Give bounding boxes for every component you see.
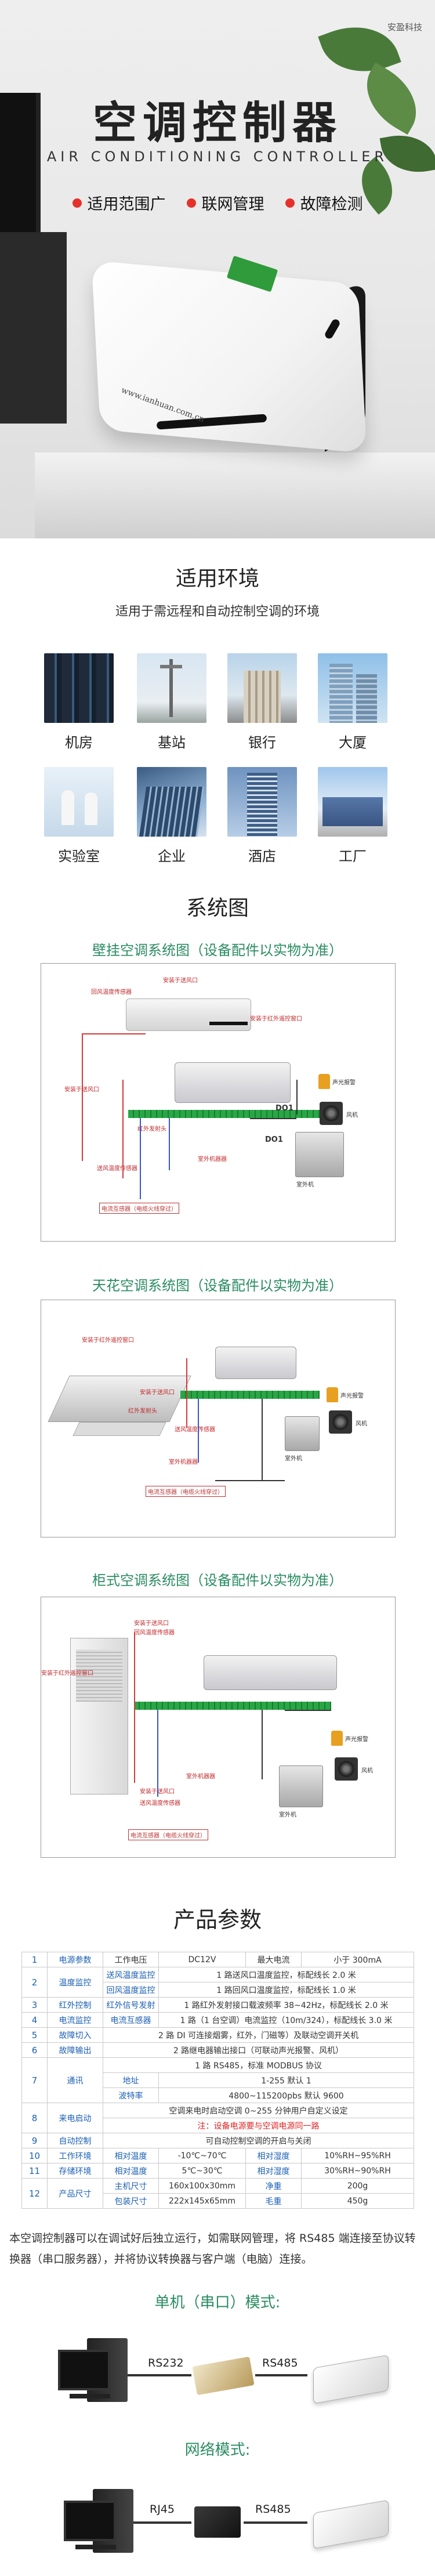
alarm-icon: [327, 1387, 338, 1402]
monitor-icon: [58, 2350, 110, 2390]
environment-subtitle: 适用于需远程和自动控制空调的环境: [115, 605, 320, 619]
rs485-label: RS485: [255, 2503, 291, 2516]
controller-unit: [175, 1062, 291, 1103]
feature-item: 适用范围广: [72, 191, 166, 214]
fan-icon: [335, 1757, 358, 1781]
feature-item: 联网管理: [186, 191, 264, 214]
alarm-icon: [331, 1731, 343, 1746]
wall-ac-unit: [126, 998, 251, 1031]
cable: [244, 2521, 307, 2524]
alarm-icon: [318, 1074, 330, 1089]
controller-device-icon: [313, 2499, 389, 2549]
env-image: [137, 653, 206, 723]
env-item-factory: 工厂: [318, 767, 387, 865]
shelf: [35, 453, 435, 538]
hero-banner: 安盈科技 空调控制器 AIR CONDITIONING CONTROLLER 适…: [0, 0, 435, 538]
fan-icon: [320, 1102, 343, 1125]
bullet-icon: [186, 198, 196, 208]
product-subtitle: AIR CONDITIONING CONTROLLER: [46, 149, 389, 165]
bullet-icon: [285, 198, 295, 208]
terminal-strip: [180, 1391, 320, 1399]
env-item-base-station: 基站: [137, 653, 206, 751]
connection-description: 本空调控制器可以在调试好后独立运行，如需联网管理，将 RS485 端连接至协议转…: [9, 2232, 416, 2266]
env-item-hotel: 酒店: [227, 767, 297, 865]
monitor-icon: [64, 2501, 116, 2541]
terminal-strip: [128, 1110, 325, 1118]
env-item-machine-room: 机房: [44, 653, 114, 751]
outdoor-unit-image: [279, 1765, 323, 1807]
env-image: [227, 767, 297, 837]
terminal-strip: [134, 1702, 331, 1710]
env-item-building: 大厦: [318, 653, 387, 751]
env-image: [137, 767, 206, 837]
wall-system-title: 壁挂空调系统图（设备配件以实物为准）: [92, 942, 343, 958]
environment-title: 适用环境: [175, 567, 259, 591]
ceiling-ac-unit: [48, 1376, 191, 1422]
cable: [133, 2521, 191, 2524]
cabinet-system-diagram: 安装于送风口 回风温度传感器 安装于红外遥控窗口 声光报警 风机 室外机 安装于…: [41, 1597, 396, 1858]
cable: [128, 2374, 191, 2376]
env-image: [318, 767, 387, 837]
single-mode-title: 单机（串口）模式:: [154, 2294, 281, 2311]
env-image: [44, 767, 114, 837]
controller-unit: [215, 1347, 296, 1379]
ceiling-system-title: 天花空调系统图（设备配件以实物为准）: [92, 1278, 343, 1294]
bullet-icon: [72, 198, 82, 208]
outdoor-unit-image: [285, 1416, 320, 1451]
product-title: 空调控制器: [93, 97, 342, 149]
ac-display: [209, 1022, 248, 1025]
controller-unit: [204, 1655, 337, 1690]
params-title: 产品参数: [173, 1907, 262, 1933]
keyboard-icon: [75, 2545, 116, 2549]
network-mode-title: 网络模式:: [184, 2441, 251, 2459]
cabinet-grille: [76, 1649, 122, 1702]
brand-name: 安盈科技: [387, 22, 422, 32]
env-image: [227, 653, 297, 723]
env-item-enterprise: 企业: [137, 767, 206, 865]
env-item-laboratory: 实验室: [44, 767, 114, 865]
env-image: [44, 653, 114, 723]
rs485-label: RS485: [262, 2357, 298, 2369]
feature-list: 适用范围广 联网管理 故障检测: [0, 191, 435, 214]
controller-device-icon: [313, 2354, 389, 2404]
ceiling-ac-panel: [72, 1422, 166, 1436]
wall-system-diagram: 安装于送风口 回风温度传感器 安装于红外遥控窗口 安装于送风口 红外发射头 送风…: [41, 963, 396, 1242]
serial-server-icon: [194, 2506, 241, 2538]
env-image: [318, 653, 387, 723]
picture-frame: [0, 232, 67, 424]
converter-icon: [192, 2356, 255, 2396]
cabinet-system-title: 柜式空调系统图（设备配件以实物为准）: [92, 1572, 343, 1589]
keyboard-icon: [70, 2394, 110, 2398]
rj45-label: RJ45: [150, 2503, 175, 2516]
rs232-label: RS232: [148, 2357, 184, 2369]
fan-icon: [329, 1410, 352, 1434]
feature-item: 故障检测: [285, 191, 363, 214]
outdoor-unit-image: [295, 1132, 344, 1177]
ceiling-system-diagram: 安装于红外遥控窗口 安装于送风口 红外发射头 送风温度传感器 声光报警 风机 室…: [41, 1300, 396, 1537]
env-item-bank: 银行: [227, 653, 297, 751]
cable: [255, 2374, 307, 2376]
system-title: 系统图: [186, 896, 249, 920]
